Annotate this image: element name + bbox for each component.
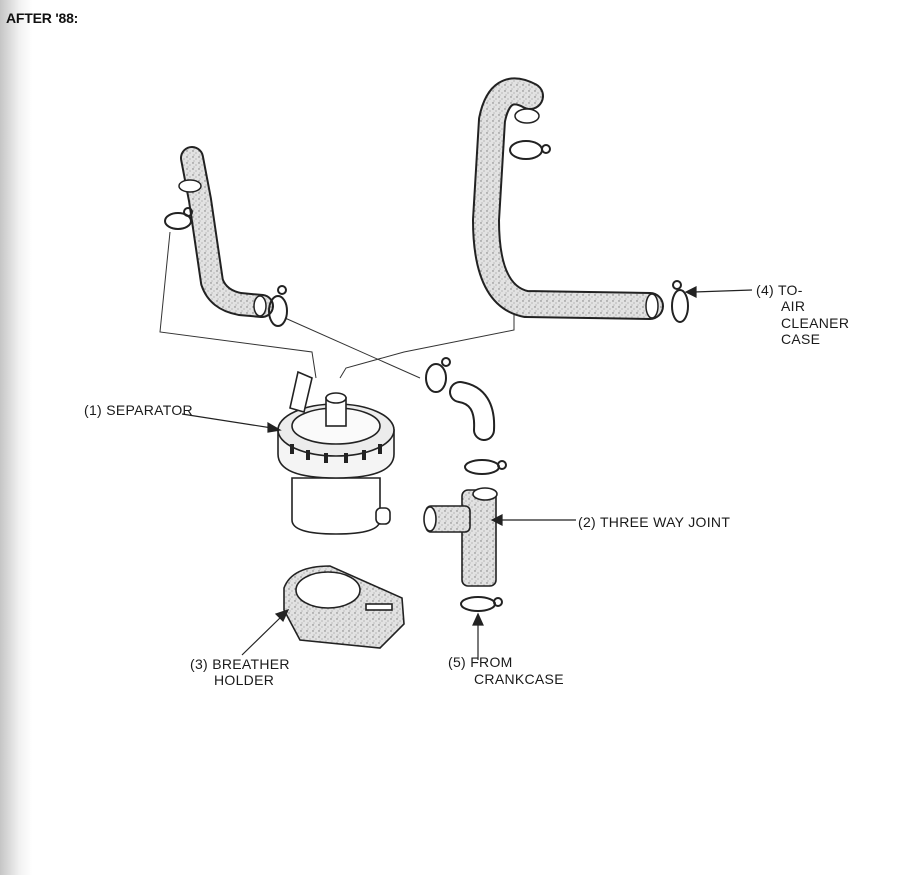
breather-holder-label-line1: (3) BREATHER	[190, 656, 290, 672]
left-breather-hose	[178, 146, 274, 318]
elbow-hose	[449, 381, 496, 441]
separator-part	[277, 370, 395, 535]
hose-clamp-left-top	[164, 207, 193, 230]
hose-clamp-right-top	[509, 140, 551, 160]
hose-clamp-joint-top	[464, 459, 507, 475]
page-edge-shadow	[0, 0, 32, 875]
diagram-title: AFTER '88:	[6, 10, 79, 26]
air-cleaner-label-line2: AIR	[781, 298, 806, 314]
air-cleaner-label-line4: CASE	[781, 331, 821, 347]
hose-clamp-joint-bottom	[460, 596, 503, 612]
air-cleaner-label-line3: CLEANER	[781, 315, 850, 331]
hose-clamp-left-bottom	[268, 285, 288, 327]
three-way-joint-part	[423, 487, 498, 587]
hose-clamp-right-end	[671, 280, 689, 323]
right-air-cleaner-hose	[472, 77, 664, 320]
breather-holder-part	[283, 565, 405, 649]
crankcase-label-line2: CRANKCASE	[474, 671, 564, 687]
hose-clamp-middle	[425, 357, 451, 393]
crankcase-label-line1: (5) FROM	[448, 654, 513, 670]
air-cleaner-label-line1: (4) TO-	[756, 282, 803, 298]
separator-label: (1) SEPARATOR	[84, 402, 193, 418]
connection-lines	[159, 231, 515, 379]
three-way-joint-label: (2) THREE WAY JOINT	[578, 514, 731, 530]
leader-arrows	[181, 286, 753, 660]
breather-holder-label-line2: HOLDER	[214, 672, 275, 688]
